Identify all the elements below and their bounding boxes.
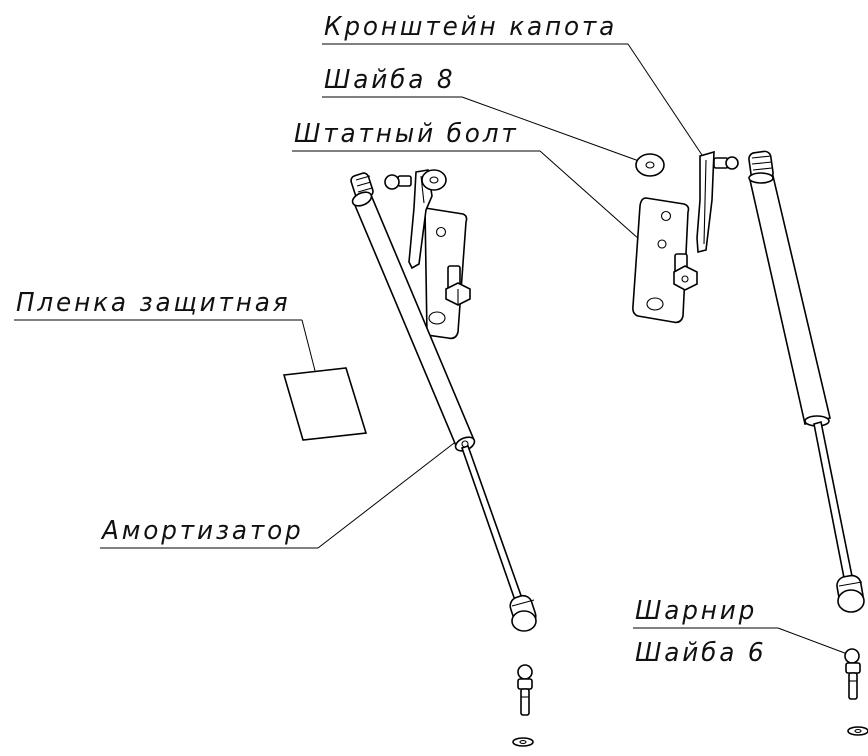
film-label: Пленка защитная [16, 288, 291, 318]
bracket-label: Кронштейн капота [324, 12, 618, 42]
strut-leader [317, 439, 459, 549]
right-bracket [632, 150, 739, 324]
hinge-label: Шарнир [635, 596, 758, 626]
washer8-leader [461, 96, 651, 166]
strut-label: Амортизатор [102, 516, 304, 546]
right-hinge [844, 648, 868, 736]
right-strut [748, 150, 865, 613]
washer6-label: Шайба 6 [635, 638, 767, 668]
hinge-leader [777, 627, 851, 656]
left-bracket [384, 169, 471, 340]
bracket-leader [627, 43, 713, 171]
protective-film [282, 367, 368, 441]
left-strut [350, 172, 537, 632]
bolt-label: Штатный болт [294, 119, 519, 149]
washer8-label: Шайба 8 [324, 65, 456, 95]
left-hinge [512, 664, 534, 747]
